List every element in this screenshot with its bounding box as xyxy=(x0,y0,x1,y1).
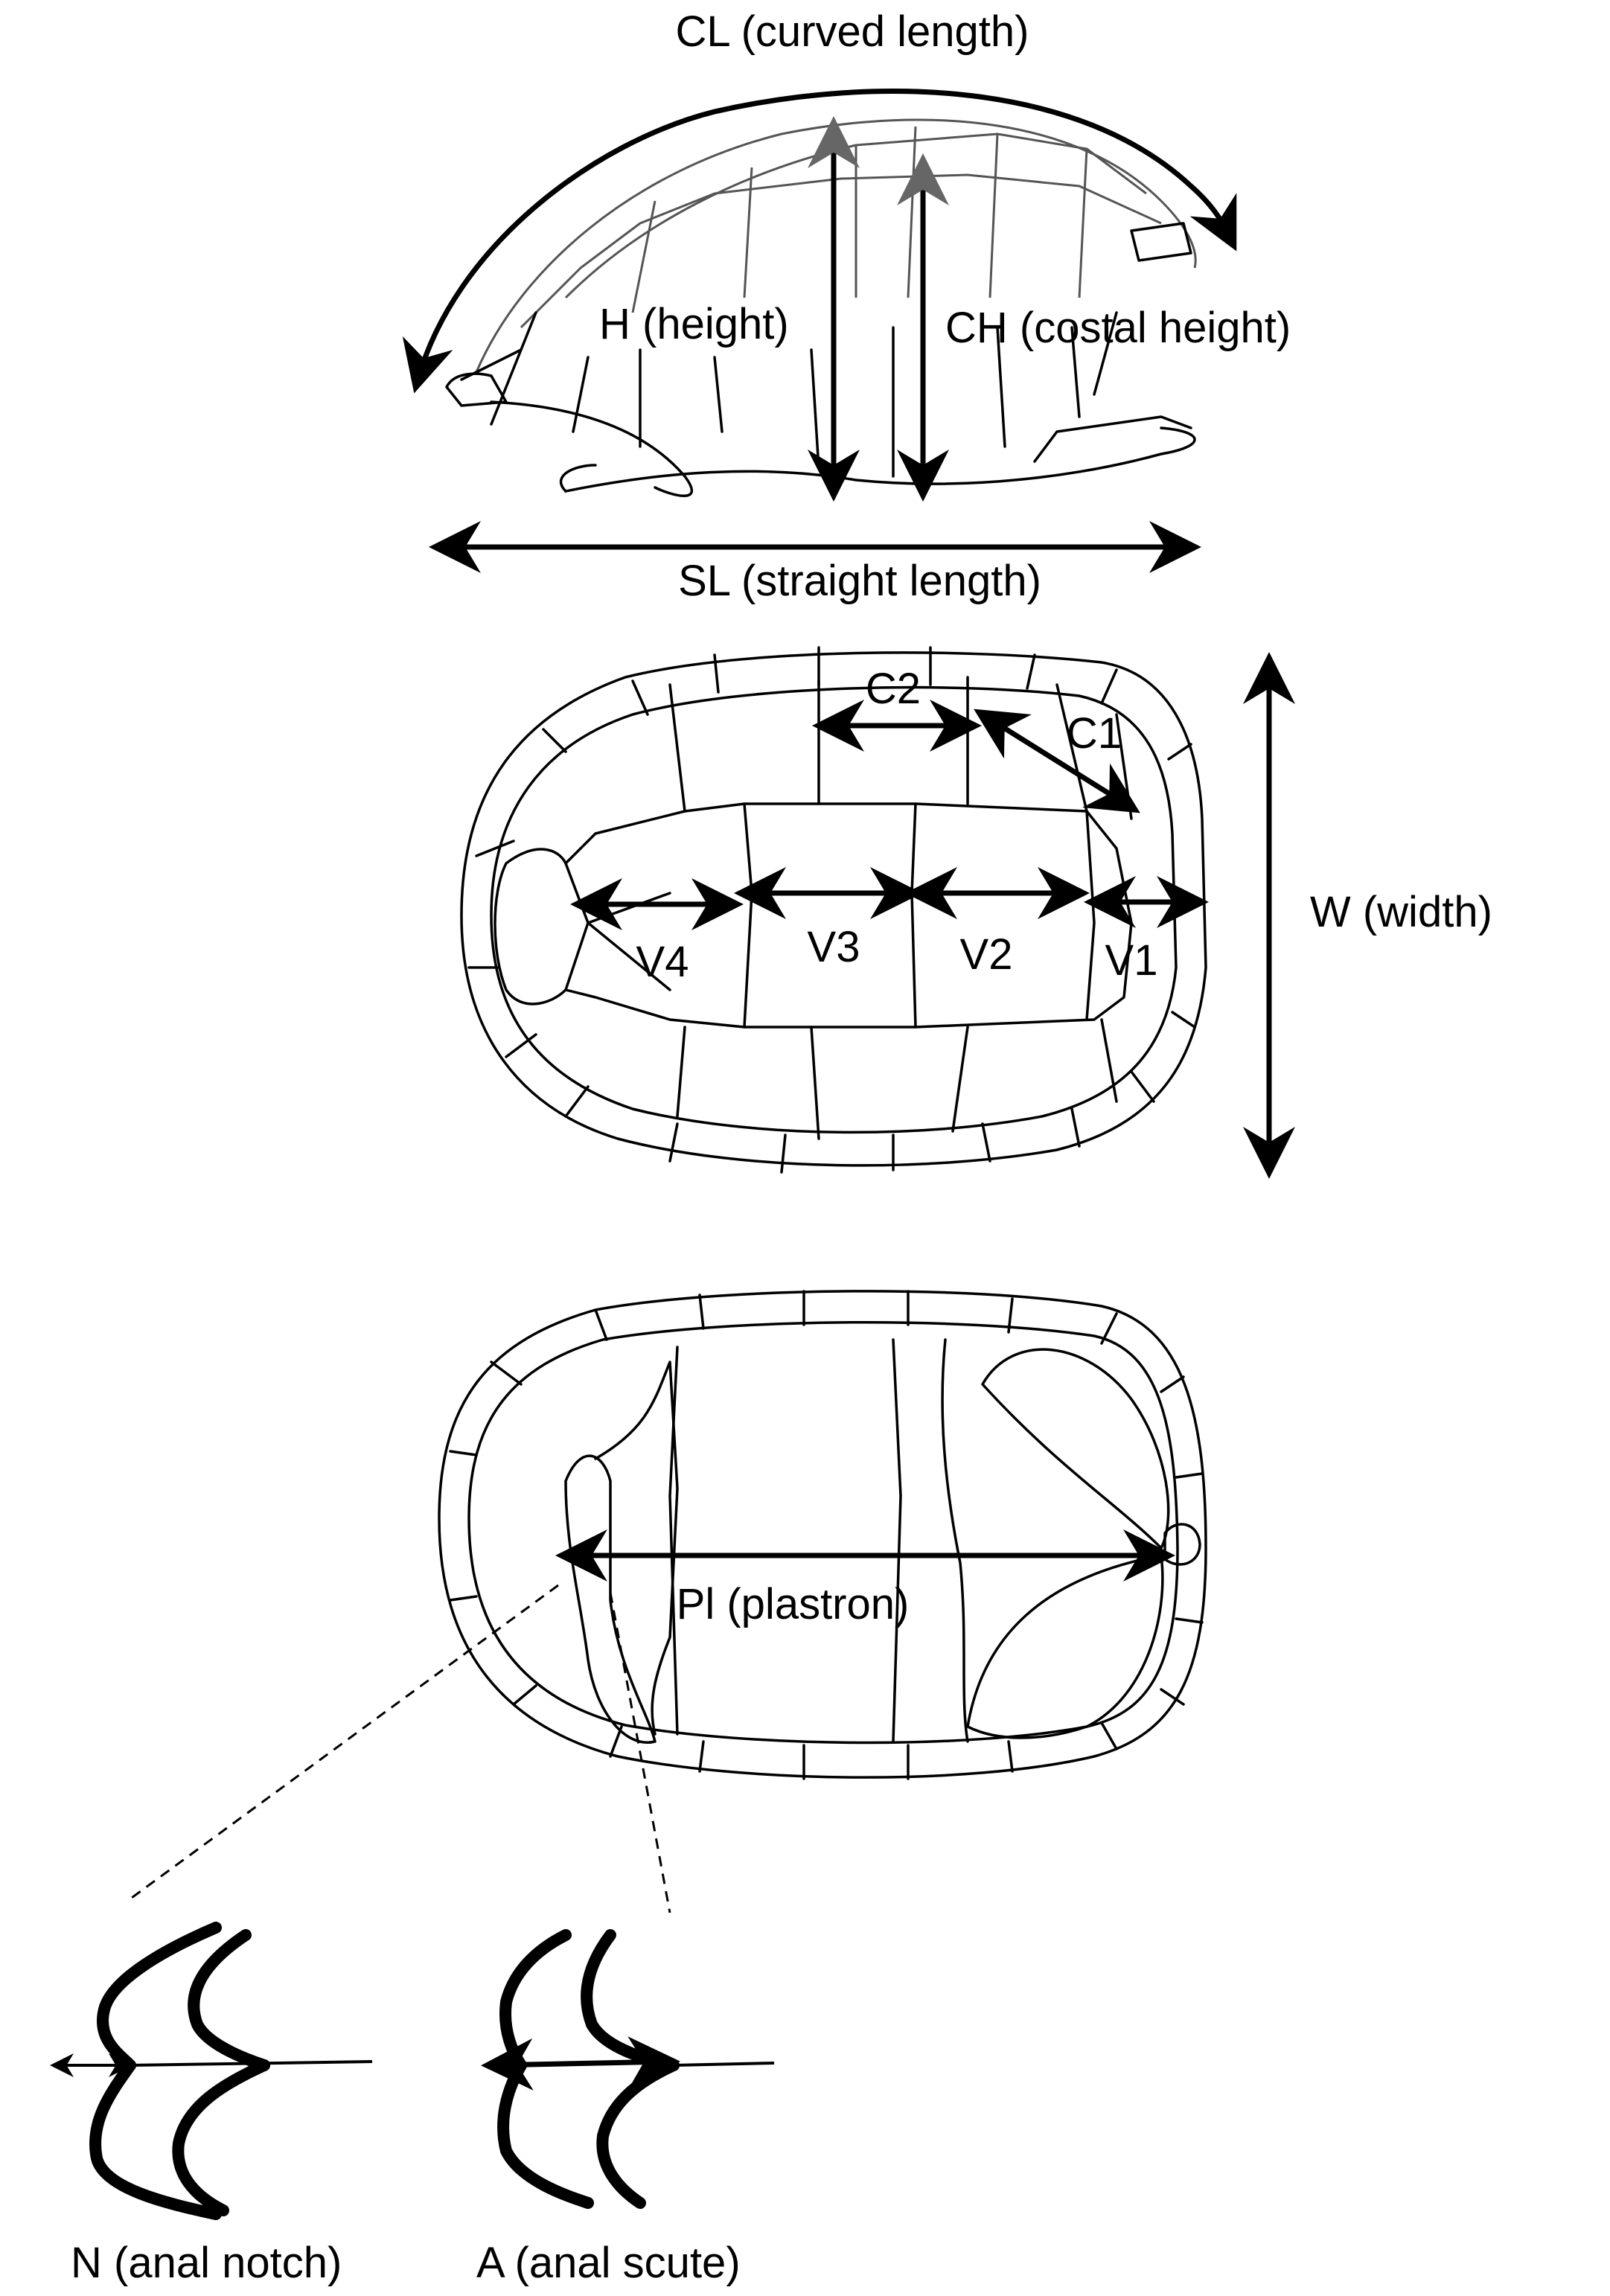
callout-line-scute xyxy=(609,1592,671,1913)
anal-scute-arrow xyxy=(481,2036,680,2091)
c1-arrow xyxy=(974,709,1140,813)
plastron-label: Pl (plastron) xyxy=(677,1580,910,1628)
costal-height-label: CH (costal height) xyxy=(945,304,1291,352)
curved-length-arrow xyxy=(402,89,1237,394)
anal-scute-label: A (anal scute) xyxy=(476,2239,741,2287)
straight-length-label: SL (straight length) xyxy=(678,557,1041,605)
anal-notch-detail xyxy=(89,1922,373,2220)
v3-label: V3 xyxy=(808,923,860,971)
anal-scute-detail xyxy=(497,1929,775,2209)
plastron-view-shell xyxy=(438,1290,1207,1780)
width-label: W (width) xyxy=(1310,888,1492,936)
height-label: H (height) xyxy=(599,300,789,348)
c1-label: C1 xyxy=(1067,709,1122,758)
c2-label: C2 xyxy=(866,665,921,713)
callout-line-notch xyxy=(126,1584,559,1903)
anal-notch-label: N (anal notch) xyxy=(71,2239,342,2287)
v4-label: V4 xyxy=(636,938,689,986)
curved-length-label: CL (curved length) xyxy=(676,7,1029,56)
v2-label: V2 xyxy=(960,930,1013,979)
v1-label: V1 xyxy=(1105,936,1158,985)
